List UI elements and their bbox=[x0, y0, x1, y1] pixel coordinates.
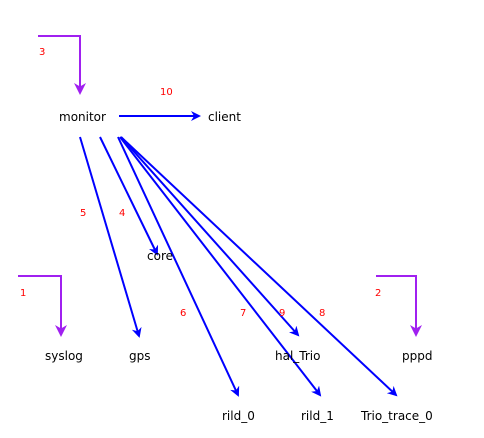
node-syslog: syslog bbox=[45, 349, 83, 363]
node-pppd: pppd bbox=[402, 349, 432, 363]
node-client: client bbox=[208, 110, 241, 124]
edge-line bbox=[99, 136, 158, 256]
node-gps: gps bbox=[129, 349, 151, 363]
node-rild-1: rild_1 bbox=[301, 409, 334, 423]
edge-label: 10 bbox=[160, 87, 173, 98]
edge-label: 4 bbox=[119, 208, 125, 219]
edge-label: 1 bbox=[20, 288, 26, 299]
call-edge-gps: 5 bbox=[79, 136, 142, 338]
node-hal-trio: hal_Trio bbox=[275, 349, 320, 363]
entry-edge-syslog: 1 bbox=[18, 275, 67, 337]
call-edge-trio-trace-0: 8 bbox=[120, 136, 398, 397]
edge-line bbox=[117, 136, 240, 397]
entry-edge-monitor: 3 bbox=[38, 35, 86, 95]
call-edge-rild-1: 7 bbox=[119, 136, 322, 397]
edge-label: 7 bbox=[240, 308, 246, 319]
node-monitor: monitor bbox=[59, 110, 106, 124]
edge-label: 9 bbox=[279, 308, 285, 319]
edge-line bbox=[120, 136, 398, 397]
edge-label: 8 bbox=[319, 308, 325, 319]
edge-line bbox=[18, 275, 67, 337]
edge-label: 5 bbox=[80, 208, 86, 219]
edge-label: 6 bbox=[180, 308, 186, 319]
edge-label: 2 bbox=[375, 288, 381, 299]
edge-line bbox=[376, 275, 422, 337]
call-edge-hal-trio: 9 bbox=[120, 136, 300, 337]
edge-line bbox=[120, 136, 300, 337]
node-core: core bbox=[147, 249, 173, 263]
edge-line bbox=[38, 35, 86, 95]
call-edge-client: 10 bbox=[119, 87, 201, 121]
call-edge-core: 4 bbox=[99, 136, 158, 256]
call-edge-rild-0: 6 bbox=[117, 136, 240, 397]
edge-line bbox=[119, 136, 322, 397]
edge-line bbox=[79, 136, 142, 338]
node-rild-0: rild_0 bbox=[222, 409, 255, 423]
edge-label: 3 bbox=[39, 47, 45, 58]
node-trio-trace-0: Trio_trace_0 bbox=[360, 409, 433, 423]
entry-edge-pppd: 2 bbox=[375, 275, 422, 337]
